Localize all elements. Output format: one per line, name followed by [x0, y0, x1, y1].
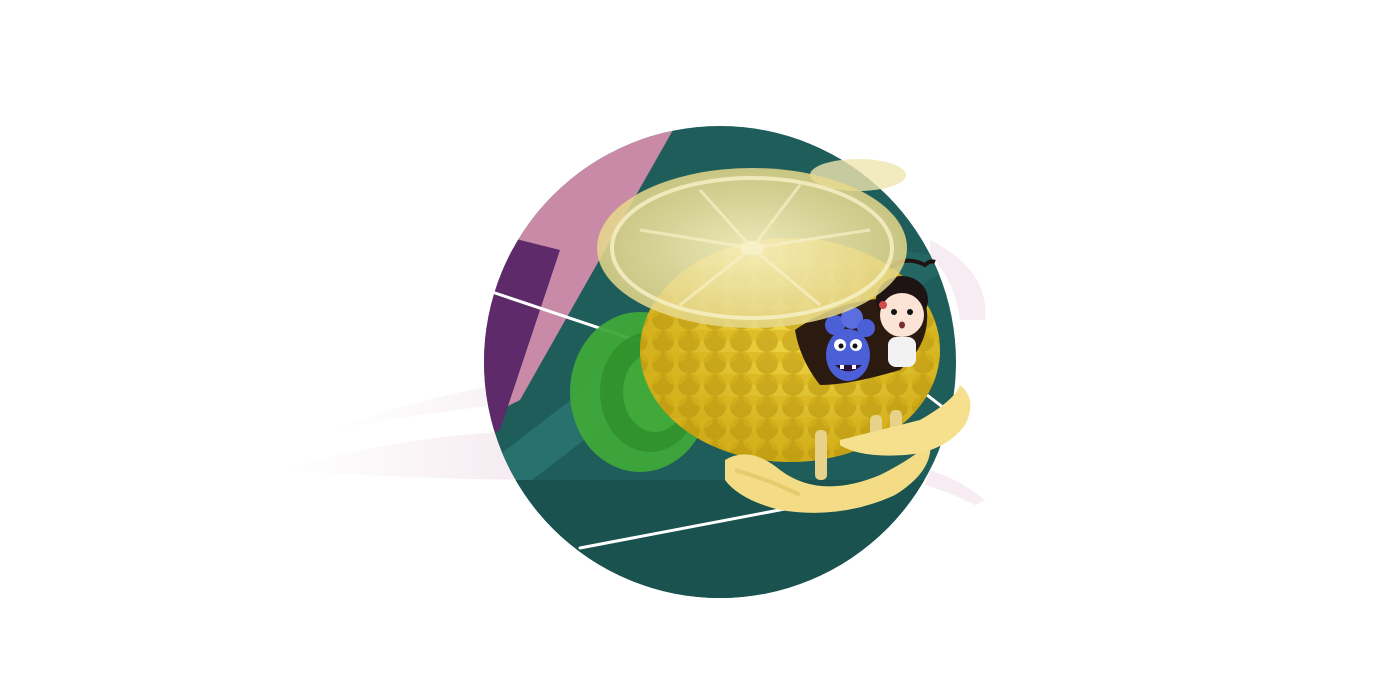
- motion-trail-right: [925, 240, 986, 505]
- blue-creature: [825, 307, 875, 381]
- banana-skid-back: [840, 385, 971, 456]
- lemon-rotor: [597, 159, 907, 328]
- banana-skid-front: [725, 440, 931, 513]
